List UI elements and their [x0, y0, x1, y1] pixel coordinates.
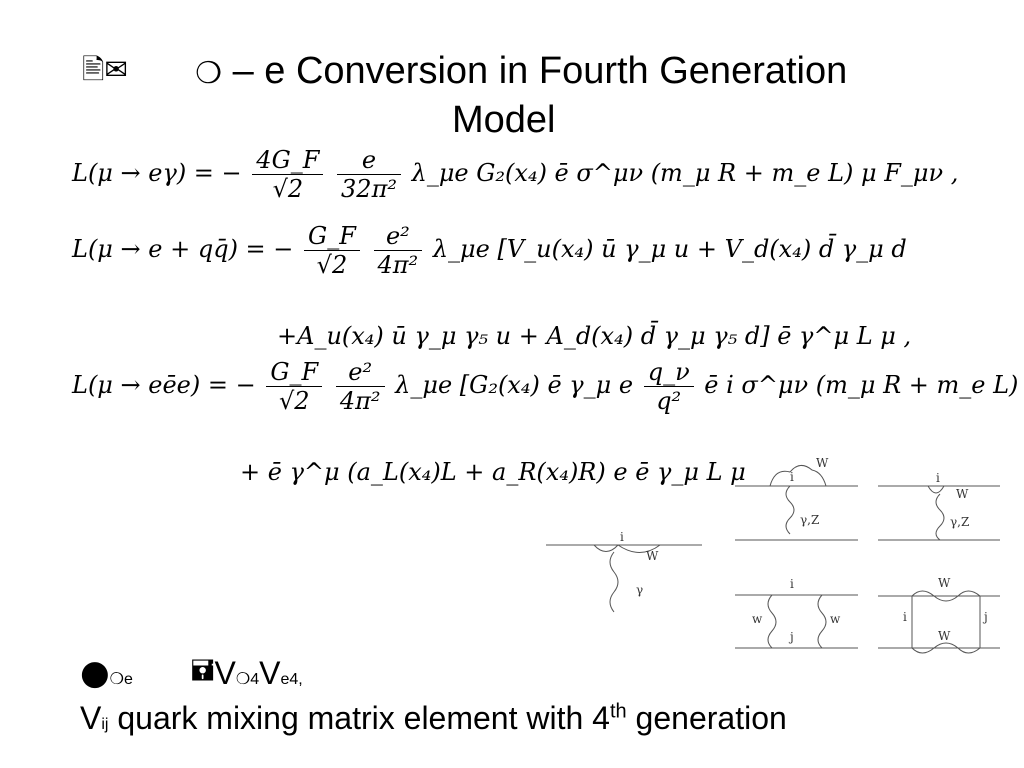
title-line-2: Model [452, 99, 556, 134]
label-gamma-z: γ,Z [800, 513, 819, 527]
title-line-1: 🖹✉ ❍ – e Conversion in Fourth Generation [82, 44, 847, 100]
equation-continuation-1: +A_u(x₄) ū γ_μ γ₅ u + A_d(x₄) d̄ γ_μ γ₅ … [277, 322, 912, 350]
label-i: i [936, 471, 940, 485]
label-w: W [938, 629, 951, 643]
label-w: W [956, 487, 969, 501]
label-gamma-z: γ,Z [950, 515, 969, 529]
equation-continuation-2: + ē γ^μ (a_L(x₄)L + a_R(x₄)R) e ē γ_μ L … [240, 458, 746, 486]
label-w: w [830, 612, 841, 626]
feynman-diagram-box-1 [735, 594, 858, 649]
document-mail-icon: 🖹✉ [82, 53, 128, 86]
title-text: – e Conversion in Fourth Generation [232, 50, 848, 92]
label-i: i [903, 610, 907, 624]
label-i: i [620, 530, 624, 544]
label-i: i [790, 470, 794, 484]
box-glyph-icon: 🖬 [190, 654, 215, 687]
label-w: W [646, 549, 659, 563]
feynman-diagram-gamma-z-2 [878, 485, 1000, 541]
label-j: j [982, 610, 988, 624]
label-i: i [790, 577, 794, 591]
feynman-diagram-gamma-z-1 [735, 465, 858, 541]
bottom-line-2: Vij quark mixing matrix element with 4th… [80, 700, 787, 736]
bullet-dot-icon: ● [80, 653, 110, 693]
label-w: W [938, 576, 951, 590]
mu-symbol-glyph: ❍ [195, 56, 223, 91]
label-j: j [788, 630, 794, 644]
label-w: w [752, 612, 763, 626]
feynman-diagram-box-2 [878, 590, 1000, 654]
bottom-line-1: ●❍e 🖬V❍4Ve4, [80, 653, 303, 693]
label-w: W [816, 456, 829, 470]
label-gamma: γ [636, 583, 643, 597]
feynman-diagram-gamma [546, 544, 702, 613]
